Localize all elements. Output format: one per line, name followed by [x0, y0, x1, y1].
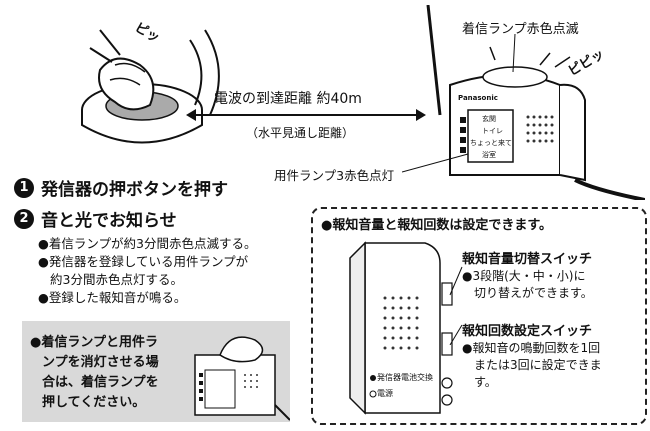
receiver-button-2: トイレ [482, 127, 503, 135]
count-switch-desc-3: す。 [474, 375, 497, 389]
note-line-1: ●着信ランプと用件ラ [30, 335, 158, 350]
receiver-illustration [426, 5, 645, 200]
volume-switch-title: 報知音量切替スイッチ [462, 252, 593, 267]
volume-switch-desc-1: ●3段階(大・中・小)に [462, 269, 586, 283]
step-2-number: 2 [14, 208, 34, 229]
incoming-lamp-pointer [512, 34, 516, 73]
step-2-bullet-3: ●登録した報知音が鳴る。 [38, 290, 187, 305]
receiver-button-4: 浴室 [482, 151, 496, 159]
count-switch-desc-2: または3回に設定できま [474, 358, 602, 372]
receiver-brand: Panasonic [458, 94, 498, 102]
step-1-text: 発信器の押ボタンを押す [41, 180, 228, 200]
note-line-4: 押してください。 [42, 395, 146, 410]
incoming-lamp-label: 着信ランプ赤色点滅 [462, 22, 579, 37]
receiver-footer-label-2: 電源 [377, 389, 393, 398]
note-text: ●着信ランプと用件ラ ンプを消灯させる場 合は、着信ランプを 押してください。 [30, 333, 159, 413]
task-lamp-label: 用件ランプ3赤色点灯 [274, 168, 395, 183]
settings-title: ●報知音量と報知回数は設定できます。 [321, 218, 553, 233]
receiver-footer-label-1: 発信器電池交換 [377, 373, 433, 382]
step-2: 2 音と光でお知らせ [14, 206, 177, 231]
step-1: 1 発信器の押ボタンを押す [14, 175, 228, 200]
task-lamp-pointer [402, 153, 469, 173]
switch-pointers [449, 266, 463, 345]
distance-note: （水平見通し距離） [246, 126, 355, 140]
step-2-bullet-2: ●発信器を登録している用件ランプが [38, 254, 249, 269]
distance-arrow [186, 109, 426, 121]
count-switch-desc-1: ●報知音の鳴動回数を1回 [462, 341, 601, 355]
count-switch-title: 報知回数設定スイッチ [462, 324, 593, 339]
note-receiver-illustration [194, 336, 290, 421]
distance-label: 電波の到達距離 約40m [214, 91, 362, 107]
step-2-text: 音と光でお知らせ [41, 211, 177, 231]
receiver-side-illustration [349, 241, 453, 415]
receiver-button-3: ちょっと来て [470, 139, 512, 147]
step-1-number: 1 [14, 177, 34, 198]
note-line-3: 合は、着信ランプを [42, 375, 159, 390]
step-2-bullet-2-cont: 約3分間赤色点灯する。 [50, 272, 183, 287]
receiver-button-1: 玄関 [482, 115, 496, 123]
volume-switch-desc-2: 切り替えができます。 [474, 286, 593, 300]
transmitter-illustration [81, 29, 220, 144]
step-2-bullet-1: ●着信ランプが約3分間赤色点滅する。 [38, 236, 257, 251]
note-line-2: ンプを消灯させる場 [42, 355, 159, 370]
